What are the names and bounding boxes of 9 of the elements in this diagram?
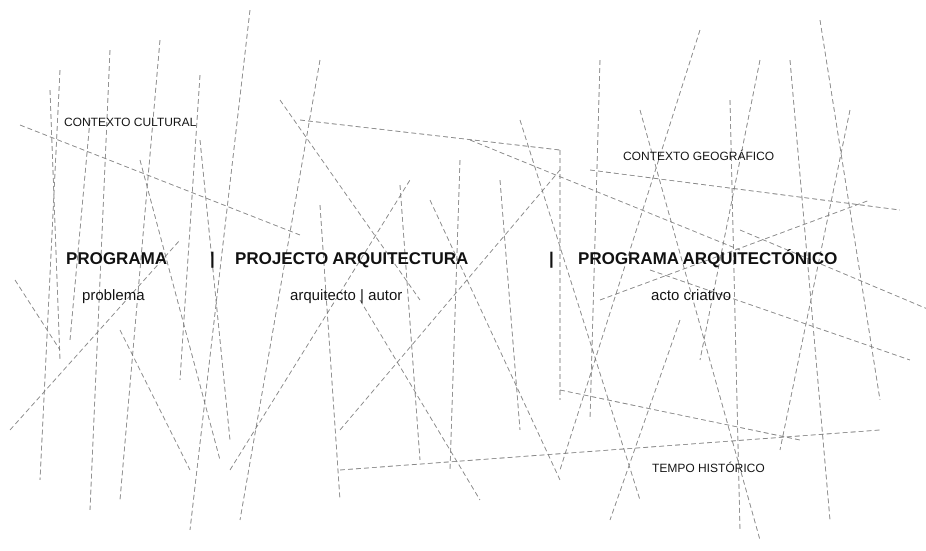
context-label: CONTEXTO CULTURAL [64,116,196,128]
context-label: CONTEXTO GEOGRÁFICO [623,150,774,162]
separator-text: | [210,250,215,267]
context-label: TEMPO HISTÓRICO [652,462,765,474]
heading-text: PROGRAMA [66,250,168,267]
subtitle-text: acto criativo [651,288,732,303]
subtitle-text: problema [82,288,145,303]
subtitle-text: arquitecto | autor [290,288,402,303]
separator-text: | [549,250,554,267]
